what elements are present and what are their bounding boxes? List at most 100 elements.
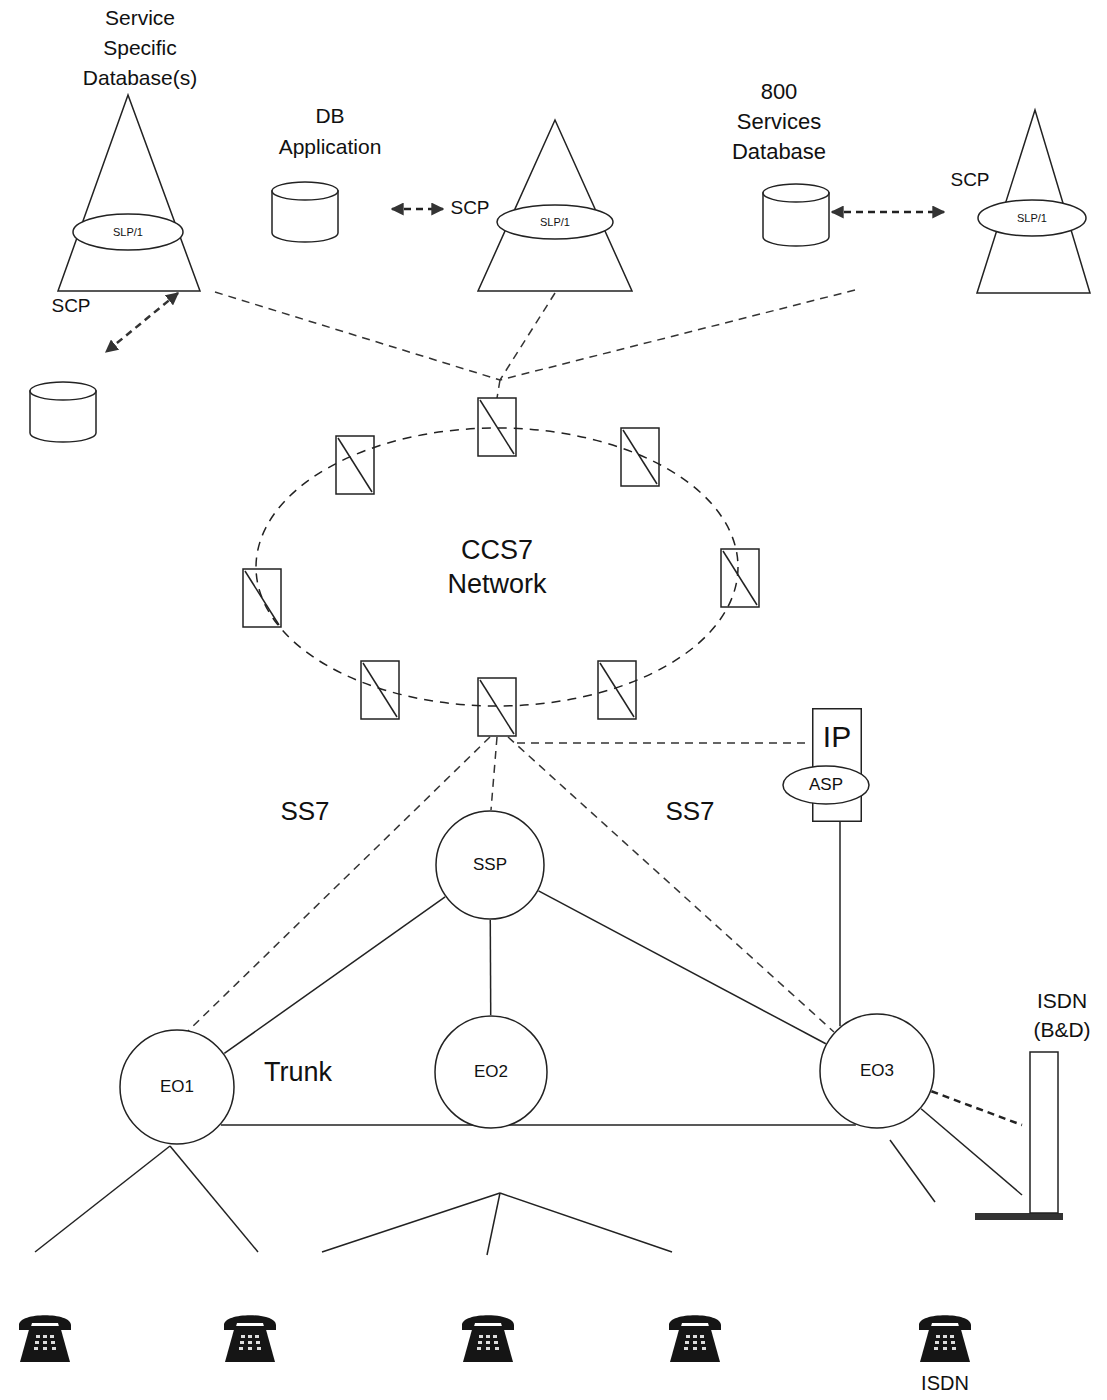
stp-diagonal [600, 663, 634, 717]
line-label: ISDN [915, 1370, 975, 1396]
network-ellipse-outline [255, 427, 739, 707]
connector [921, 1109, 1022, 1195]
telephone-icon [669, 1315, 721, 1362]
subscriber-line [487, 1193, 500, 1255]
scp-triangle: SCP SLP/1 [944, 105, 1094, 298]
node-text: EO1 [119, 1029, 235, 1145]
ip-box: IPASP [812, 708, 862, 822]
telephone-icon [919, 1315, 971, 1362]
ss7-link [491, 737, 497, 810]
signaling-link [500, 290, 855, 380]
stp-box [336, 436, 374, 494]
circle-shape [120, 1030, 234, 1144]
node-text: CCS7 Network [432, 517, 562, 617]
node-text: ISDN (B&D) [1022, 985, 1102, 1045]
office-circle: EO1 [119, 1029, 235, 1145]
switch-circle: SSP [435, 810, 545, 920]
database-caption: Service Specific Database(s) [70, 2, 210, 94]
database-cylinder: DB Application [268, 96, 392, 246]
isdn-terminal: ISDN (B&D) [1022, 985, 1102, 1220]
db-link [106, 293, 178, 352]
connector [490, 920, 492, 1015]
node-text: SLP/1 [72, 213, 184, 251]
stp-diagonal [480, 680, 514, 734]
node-text: SCP [945, 167, 995, 193]
database-cylinder: 800 Services Database [726, 74, 832, 248]
terminal-shape [1030, 1052, 1058, 1213]
scp-triangle-outline [45, 90, 215, 322]
subscriber-line [890, 1140, 935, 1202]
stp-box [478, 398, 516, 456]
subscriber-line [322, 1193, 500, 1252]
cylinder-top [763, 184, 829, 202]
stp-diagonal [480, 400, 514, 454]
ellipse-shape [497, 205, 613, 239]
triangle-shape [58, 95, 200, 291]
circle-shape [820, 1014, 934, 1128]
stp-box [361, 661, 399, 719]
office-circle: EO2 [434, 1015, 548, 1129]
trunk-label: Trunk [258, 1055, 338, 1089]
ellipse-shape [73, 214, 183, 250]
stp-diagonal [723, 551, 757, 605]
stp-diagonal [623, 430, 657, 484]
terminal-base [975, 1213, 1063, 1220]
stp-box [478, 678, 516, 736]
ellipse-shape [256, 428, 738, 706]
node-text: EO2 [434, 1015, 548, 1129]
connector [392, 208, 443, 211]
connector [224, 897, 445, 1054]
stp-diagonal [338, 438, 372, 492]
slp-ellipse: SLP/1 [72, 213, 184, 251]
circle-shape [435, 1016, 547, 1128]
node-text: SCP [445, 195, 495, 221]
node-text: SLP/1 [977, 199, 1087, 237]
asp-ellipse: ASP [782, 765, 870, 805]
telephone-icon [224, 1315, 276, 1362]
subscriber-line [35, 1146, 170, 1252]
stp-box [621, 428, 659, 486]
stp-diagonal [363, 663, 397, 717]
signaling-link [497, 380, 500, 398]
network-ellipse: CCS7 Network [255, 427, 739, 707]
scp-triangle: SCPSLP/1 [443, 115, 635, 295]
connector [832, 211, 944, 214]
stp-box [243, 569, 281, 627]
office-circle: EO3 [819, 1013, 935, 1129]
node-text: ASP [782, 765, 870, 805]
node-text: DB Application [268, 96, 392, 166]
slp-ellipse: SLP/1 [496, 204, 614, 240]
circle-shape [436, 811, 544, 919]
connector [839, 822, 841, 1026]
telephone-icon [462, 1315, 514, 1362]
database-cylinder-top [30, 382, 96, 400]
link-label: SS7 [275, 795, 335, 827]
scp-triangle: SCP SLP/1 [45, 90, 215, 322]
node-text: SSP [435, 810, 545, 920]
node-text: IP [812, 718, 862, 756]
triangle-shape [478, 120, 632, 291]
stp-diagonal [245, 571, 279, 625]
triangle-shape [977, 110, 1090, 293]
ellipse-shape [978, 200, 1086, 236]
stp-box [721, 549, 759, 607]
connector [539, 891, 826, 1044]
signaling-link [500, 293, 555, 380]
connector [221, 1124, 856, 1126]
node-text: SCP [46, 293, 96, 319]
link-label: SS7 [660, 795, 720, 827]
ellipse-shape [783, 766, 869, 804]
signaling-link [215, 292, 500, 380]
ss7-link [517, 742, 811, 744]
telephone-icon [19, 1315, 71, 1362]
node-text: EO3 [819, 1013, 935, 1129]
connector [931, 1091, 1022, 1125]
cylinder-top [272, 182, 338, 200]
node-text: SLP/1 [496, 204, 614, 240]
slp-ellipse: SLP/1 [977, 199, 1087, 237]
stp-box [598, 661, 636, 719]
subscriber-line [170, 1146, 258, 1252]
node-text: 800 Services Database [726, 74, 832, 170]
subscriber-line [500, 1193, 672, 1252]
